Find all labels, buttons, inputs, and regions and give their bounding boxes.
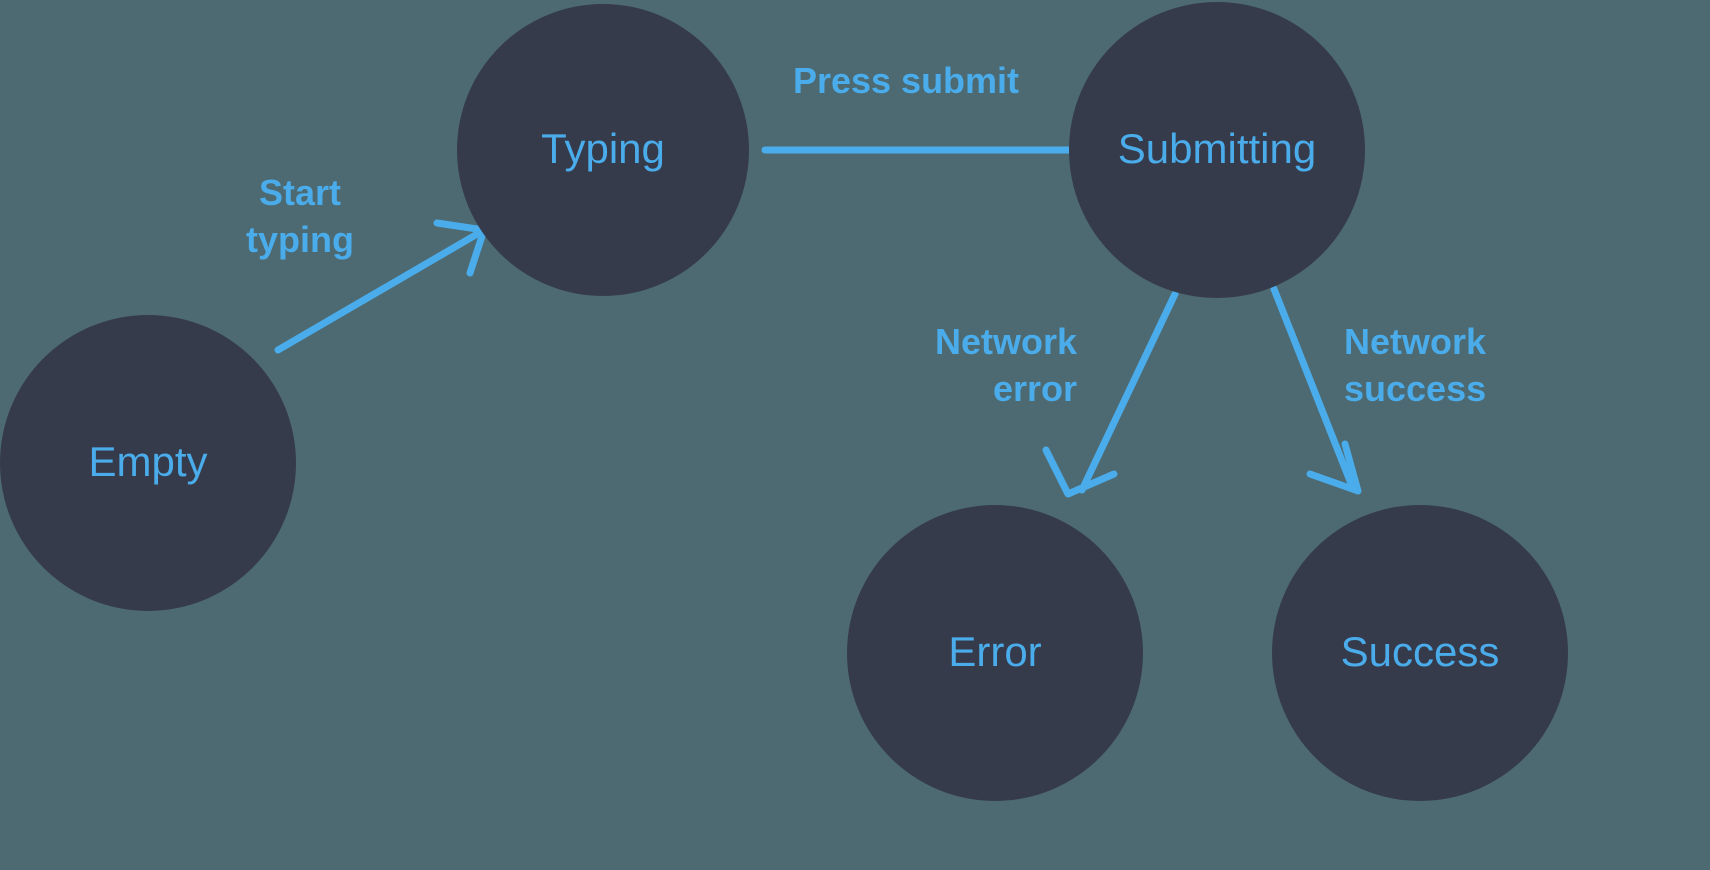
state-circle-submitting[interactable] <box>1069 2 1365 298</box>
state-circle-error[interactable] <box>847 505 1143 801</box>
edges-layer <box>274 116 1362 498</box>
edge-label-text: Network <box>1344 321 1487 362</box>
edge-label-text: Network <box>935 321 1078 362</box>
edge-line-submitting-to-error <box>1078 290 1179 494</box>
edge-label-submitting-to-error: Network error <box>935 321 1078 409</box>
state-node-submitting[interactable]: Submitting <box>1069 2 1365 298</box>
edge-label-text: Press submit <box>793 60 1019 101</box>
edge-label-typing-to-submitting: Press submit <box>793 60 1019 101</box>
arrowhead-icon-empty-to-typing <box>433 219 488 277</box>
edge-label-empty-to-typing: Start typing <box>246 172 354 260</box>
edge-label-text: error <box>993 368 1077 409</box>
state-label-typing: Typing <box>541 125 665 172</box>
edge-label-submitting-to-success: Network success <box>1344 321 1487 409</box>
edge-submitting-to-success <box>1270 285 1362 495</box>
arrowhead-icon-submitting-to-error <box>1042 446 1118 498</box>
state-node-typing[interactable]: Typing <box>457 4 749 296</box>
state-circle-empty[interactable] <box>0 315 296 611</box>
state-node-empty[interactable]: Empty <box>0 315 296 611</box>
state-circle-typing[interactable] <box>457 4 749 296</box>
state-label-success: Success <box>1341 628 1500 675</box>
edge-label-text: typing <box>246 219 354 260</box>
state-node-success[interactable]: Success <box>1272 505 1568 801</box>
state-circle-success[interactable] <box>1272 505 1568 801</box>
edge-label-text: success <box>1344 368 1486 409</box>
state-label-empty: Empty <box>88 438 207 485</box>
state-node-error[interactable]: Error <box>847 505 1143 801</box>
edge-label-text: Start <box>259 172 341 213</box>
state-label-error: Error <box>948 628 1041 675</box>
arrowhead-icon-submitting-to-success <box>1306 440 1362 495</box>
edge-line-submitting-to-success <box>1270 285 1356 490</box>
edge-line-empty-to-typing <box>274 229 483 354</box>
state-label-submitting: Submitting <box>1118 125 1316 172</box>
edge-submitting-to-error <box>1042 290 1179 498</box>
